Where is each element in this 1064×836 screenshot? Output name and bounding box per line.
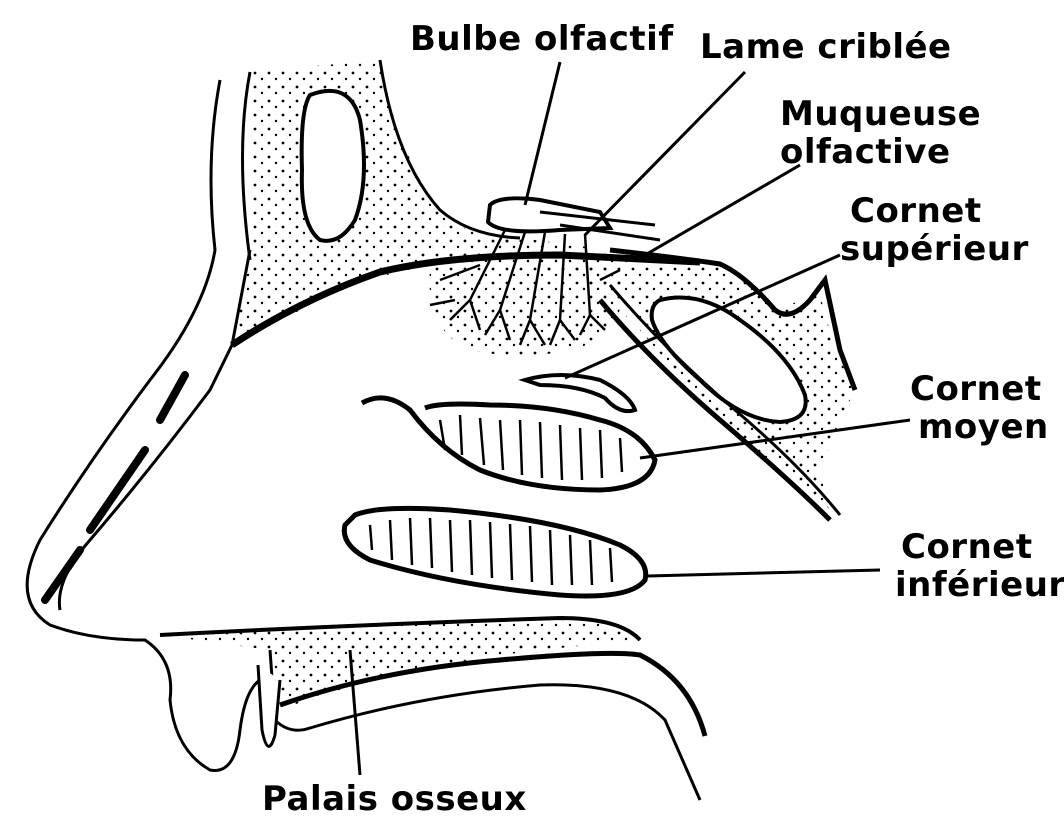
label-lame-criblee: Lame criblée xyxy=(700,28,952,66)
frontal-sinus xyxy=(302,91,364,241)
nasal-bridge-inner xyxy=(59,250,250,610)
olfactory-mucosa-area xyxy=(430,238,623,356)
label-muqueuse-line2: olfactive xyxy=(780,133,981,171)
nasal-cartilage xyxy=(45,375,185,600)
middle-turbinate xyxy=(362,398,655,490)
label-muqueuse-line1: Muqueuse xyxy=(780,95,981,133)
nose-profile xyxy=(27,80,260,771)
label-cornet-superieur: Cornet supérieur xyxy=(840,192,1029,268)
label-muqueuse-olfactive: Muqueuse olfactive xyxy=(780,95,981,171)
label-cornet-sup-line1: Cornet xyxy=(840,192,1029,230)
label-cornet-inf-line2: inférieur xyxy=(895,566,1064,604)
label-palais-osseux: Palais osseux xyxy=(262,780,527,818)
label-cornet-sup-line2: supérieur xyxy=(840,230,1029,268)
label-cornet-moyen-line2: moyen xyxy=(910,408,1049,446)
label-cornet-inferieur: Cornet inférieur xyxy=(895,528,1064,604)
label-cornet-inf-line1: Cornet xyxy=(895,528,1064,566)
forehead-outline xyxy=(243,72,251,260)
label-bulbe-olfactif: Bulbe olfactif xyxy=(410,20,674,58)
label-cornet-moyen-line1: Cornet xyxy=(910,370,1049,408)
label-cornet-moyen: Cornet moyen xyxy=(910,370,1049,446)
